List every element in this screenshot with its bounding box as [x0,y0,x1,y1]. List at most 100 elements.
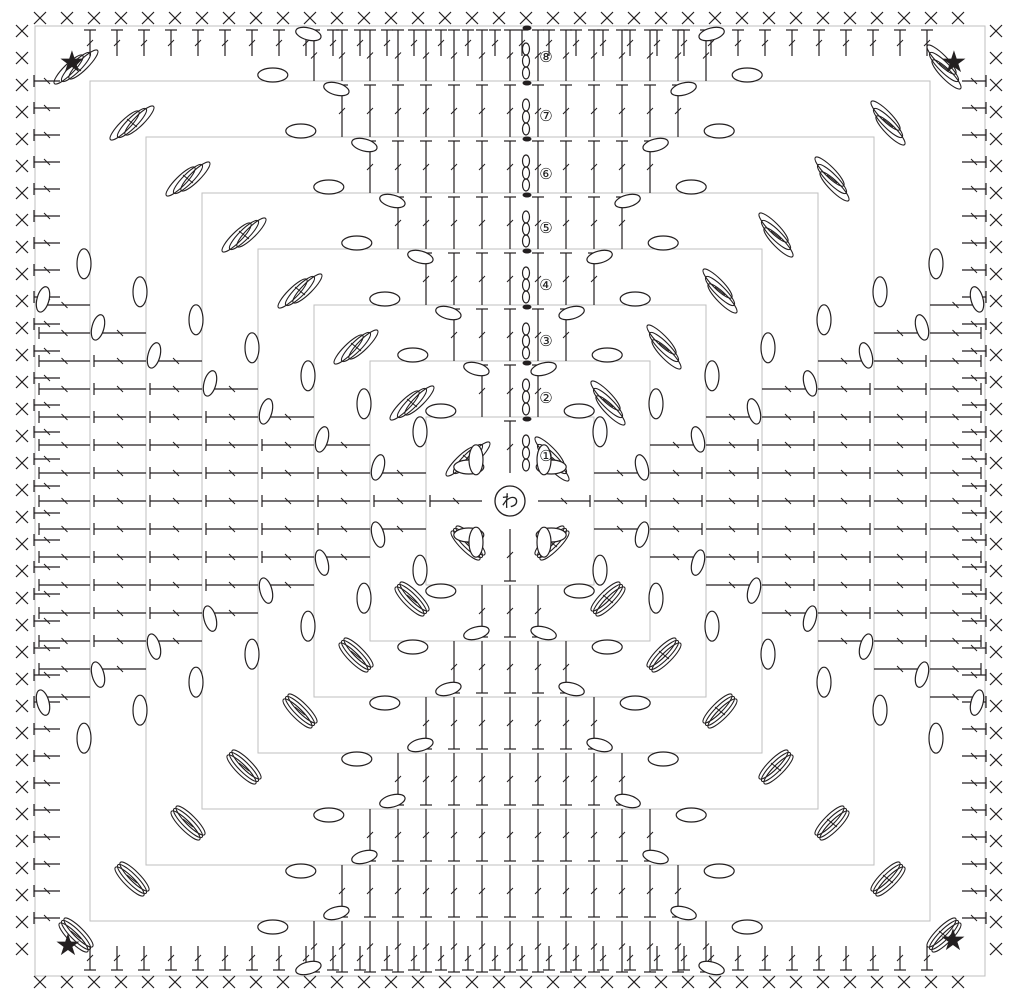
corner-chain [592,640,622,654]
post-right [874,439,926,451]
post-right [706,551,758,563]
border-x-right [990,268,1002,280]
post-left [262,439,314,451]
edge-chain [378,192,406,210]
edge-chain [369,453,387,481]
border-x-bottom [412,976,424,988]
border-x-top [682,12,694,24]
post-left [39,607,90,619]
post-bottom [392,809,404,861]
edge-chain [294,959,322,977]
border-post-top [678,30,690,56]
corner-chain [77,249,91,279]
border-post-top [624,30,636,56]
border-x-left [16,241,28,253]
border-x-top [925,12,937,24]
post-right [874,411,926,423]
border-x-bottom [331,976,343,988]
edge-chain [557,680,585,698]
border-post-left [34,669,60,681]
cluster-loop [173,803,208,838]
border-x-bottom [763,976,775,988]
edge-chain [350,136,378,154]
post-bottom [560,921,572,972]
post-left [94,383,146,395]
border-x-left [16,376,28,388]
border-x-bottom [709,976,721,988]
post-top [504,197,516,249]
border-post-bottom [165,946,177,970]
turning-chain [523,211,530,223]
post-bottom [504,697,516,749]
post-right [930,383,981,395]
edge-chain [145,632,163,660]
border-x-left [16,889,28,901]
border-x-right [990,322,1002,334]
border-post-right [962,615,986,627]
border-post-top [840,30,852,56]
post-right [874,551,926,563]
post-bottom [392,921,404,972]
border-x-top [628,12,640,24]
post-top [504,141,516,193]
turning-chain [523,279,530,291]
post-left [39,495,90,507]
border-post-top [273,30,285,56]
post-left [94,607,146,619]
round-label-7: ⑦ [539,107,552,125]
border-post-left [34,777,60,789]
post-left [94,411,146,423]
post-right [762,411,814,423]
border-post-left [34,426,60,438]
edge-chain [633,520,651,548]
post-right [930,523,981,535]
post-left [39,467,90,479]
border-post-left [34,210,60,222]
border-post-bottom [192,946,204,970]
cluster-loop [168,808,203,843]
border-post-bottom [732,946,744,970]
edge-chain [913,313,931,341]
corner-chain [620,696,650,710]
post-left [150,383,202,395]
post-top [560,85,572,137]
post-bottom [616,921,628,972]
post-left [94,355,146,367]
post-right [930,411,981,423]
border-post-right [962,210,986,222]
post-left [430,495,482,507]
round-label-6: ⑥ [539,165,552,183]
border-x-bottom [196,976,208,988]
post-top [504,421,516,473]
corner-chain [314,808,344,822]
border-x-left [16,295,28,307]
border-post-right [962,237,986,249]
edge-chain [201,604,219,632]
border-x-left [16,187,28,199]
border-x-left [16,25,28,37]
border-post-top [570,30,582,56]
edge-chain [89,313,107,341]
cluster-loop [229,747,264,782]
border-x-bottom [628,976,640,988]
border-post-left [34,237,60,249]
corner-chain [286,124,316,138]
corner-chain [704,124,734,138]
edge-chain [689,425,707,453]
post-top [476,197,488,249]
edge-chain [313,425,331,453]
corner-chain [245,333,259,363]
border-post-left [34,183,60,195]
edge-chain [529,624,557,642]
post-left [150,467,202,479]
corner-chain [592,348,622,362]
post-top [476,30,488,81]
post-top [392,85,404,137]
border-post-right [962,804,986,816]
border-x-right [990,241,1002,253]
edge-chain [613,792,641,810]
post-top [364,85,376,137]
post-bottom [532,697,544,749]
border-x-right [990,565,1002,577]
